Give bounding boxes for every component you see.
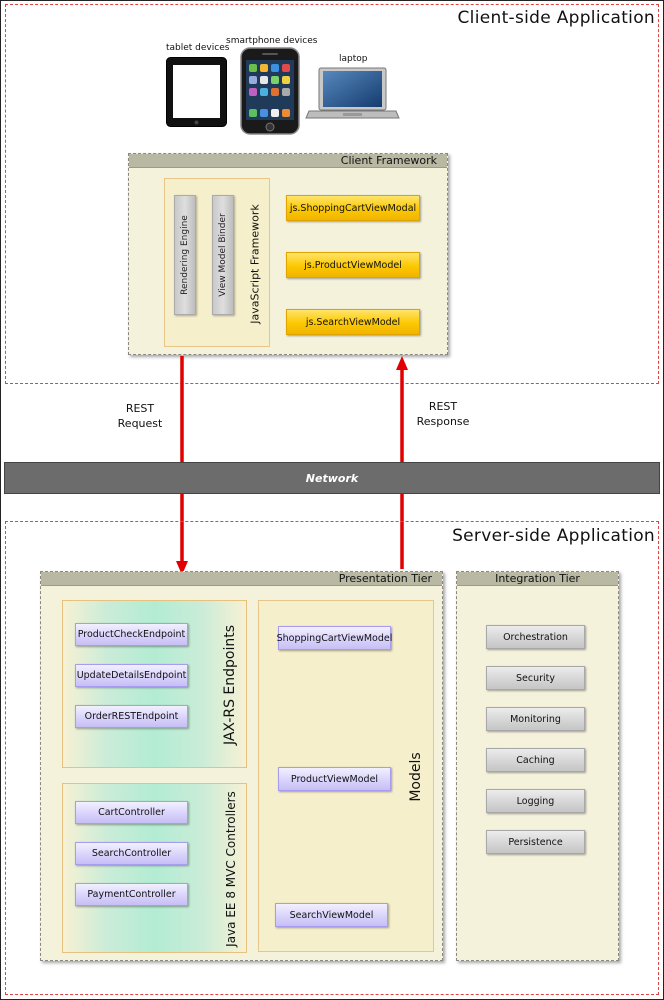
- jaxrs-endpoints-group: ProductCheckEndpoint UpdateDetailsEndpoi…: [62, 600, 247, 768]
- rest-request-line-2: Request: [117, 417, 163, 430]
- search-view-model: SearchViewModel: [275, 903, 388, 927]
- models-group: ShoppingCartViewModel ProductViewModel S…: [258, 600, 434, 952]
- server-app-box: [5, 521, 659, 995]
- laptop-icon: [305, 66, 400, 121]
- models-label-wrap: Models: [401, 601, 431, 953]
- update-details-endpoint: UpdateDetailsEndpoint: [75, 664, 188, 687]
- integration-tier: Integration Tier Orchestration Security …: [456, 571, 619, 961]
- js-search-view-model: js.SearchViewModel: [286, 309, 420, 335]
- payment-controller: PaymentController: [75, 883, 188, 906]
- mvc-label-wrap: Java EE 8 MVC Controllers: [217, 784, 245, 954]
- search-controller: SearchController: [75, 842, 188, 865]
- persistence-service: Persistence: [486, 830, 585, 854]
- shopping-cart-view-model: ShoppingCartViewModel: [277, 626, 392, 650]
- product-view-model: ProductViewModel: [278, 767, 391, 791]
- rest-response-line-2: Response: [416, 415, 470, 428]
- monitoring-service: Monitoring: [486, 707, 585, 731]
- caching-service: Caching: [486, 748, 585, 772]
- laptop-label: laptop: [339, 54, 368, 64]
- presentation-tier: Presentation Tier ProductCheckEndpoint U…: [40, 571, 443, 961]
- models-label: Models: [408, 752, 424, 802]
- mvc-controllers-group: CartController SearchController PaymentC…: [62, 783, 247, 953]
- client-framework: Client Framework Rendering Engine View M…: [128, 153, 448, 355]
- server-app-title: Server-side Application: [452, 526, 655, 546]
- view-model-binder: View Model Binder: [212, 195, 234, 315]
- presentation-tier-header: Presentation Tier: [41, 572, 442, 586]
- rest-request-line-1: REST: [125, 402, 155, 415]
- js-product-view-model: js.ProductViewModel: [286, 252, 420, 278]
- rest-request-arrow: [176, 356, 188, 575]
- network-label: Network: [305, 471, 359, 485]
- tablet-label: tablet devices: [166, 43, 230, 53]
- integration-tier-title: Integration Tier: [495, 572, 580, 585]
- client-app-box: [5, 4, 659, 384]
- tablet-icon: [166, 57, 227, 127]
- logging-service: Logging: [486, 789, 585, 813]
- order-rest-endpoint: OrderRESTEndpoint: [75, 705, 188, 728]
- presentation-tier-title: Presentation Tier: [338, 572, 432, 585]
- security-service: Security: [486, 666, 585, 690]
- client-app-title: Client-side Application: [457, 8, 655, 28]
- jaxrs-label-wrap: JAX-RS Endpoints: [215, 601, 245, 769]
- rest-response-label: REST Response: [406, 399, 480, 429]
- network-bar: Network: [4, 462, 660, 494]
- js-shopping-cart-view-modal: js.ShoppingCartViewModal: [286, 195, 420, 221]
- rest-response-line-1: REST: [428, 400, 458, 413]
- smartphone-label: smartphone devices: [226, 36, 318, 46]
- javascript-framework-group: Rendering Engine View Model Binder JavaS…: [164, 178, 270, 347]
- client-framework-title: Client Framework: [340, 154, 437, 167]
- product-check-endpoint: ProductCheckEndpoint: [75, 623, 188, 646]
- orchestration-service: Orchestration: [486, 625, 585, 649]
- jaxrs-endpoints-label: JAX-RS Endpoints: [222, 624, 238, 746]
- mvc-controllers-label: Java EE 8 MVC Controllers: [224, 791, 238, 947]
- cart-controller: CartController: [75, 801, 188, 824]
- rendering-engine: Rendering Engine: [174, 195, 196, 315]
- integration-tier-header: Integration Tier: [457, 572, 618, 586]
- rest-request-label: REST Request: [105, 401, 175, 431]
- smartphone-icon: [240, 47, 300, 135]
- client-framework-header: Client Framework: [129, 154, 447, 168]
